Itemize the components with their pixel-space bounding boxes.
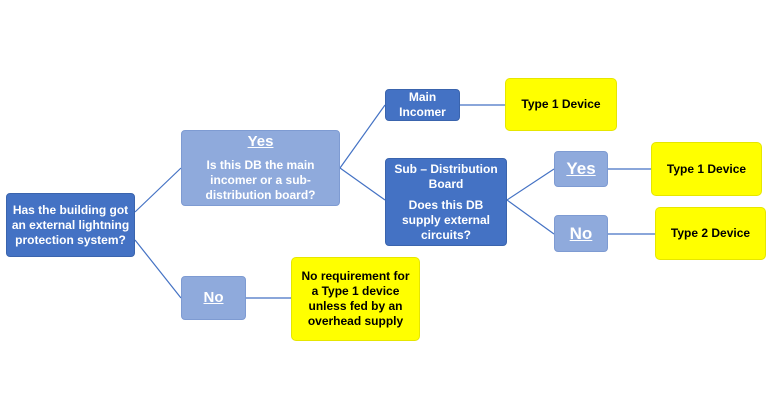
sub-db-box: Sub – Distribution Board Does this DB su… — [385, 158, 507, 246]
yes-external-box: Yes — [554, 151, 608, 187]
yes-branch-label: Yes — [247, 133, 274, 151]
connector-sub-db-yes — [506, 168, 555, 201]
connector-yes-sub-db — [339, 167, 386, 201]
no-branch-label: No — [203, 288, 224, 306]
main-incomer-box: Main Incomer — [385, 89, 460, 121]
root-question-box: Has the building got an external lightni… — [6, 193, 135, 257]
yes-branch-box: Yes Is this DB the main incomer or a sub… — [181, 130, 340, 206]
yes-external-label: Yes — [566, 159, 596, 179]
sub-db-title: Sub – Distribution Board — [394, 161, 498, 191]
type2-device-box: Type 2 Device — [655, 207, 766, 260]
connector-root-no — [134, 239, 182, 299]
connector-yes-main-incomer — [339, 104, 386, 169]
type1-device-text-external: Type 1 Device — [666, 161, 747, 176]
main-incomer-text: Main Incomer — [399, 90, 446, 119]
no-requirement-text: No requirement for a Type 1 device unles… — [301, 269, 410, 328]
no-external-label: No — [569, 223, 593, 243]
type1-device-box-main: Type 1 Device — [505, 78, 617, 131]
connector-sub-db-no — [506, 199, 555, 235]
root-question-text: Has the building got an external lightni… — [11, 202, 130, 247]
type1-device-box-external: Type 1 Device — [651, 142, 762, 196]
connector-root-yes — [134, 167, 182, 213]
no-external-box: No — [554, 215, 608, 252]
db-type-question: Is this DB the main incomer or a sub-dis… — [205, 157, 316, 202]
external-circuits-question: Does this DB supply external circuits? — [401, 197, 491, 242]
type1-device-text-main: Type 1 Device — [521, 97, 601, 111]
no-requirement-box: No requirement for a Type 1 device unles… — [291, 257, 420, 341]
type2-device-text: Type 2 Device — [670, 226, 751, 240]
no-branch-box: No — [181, 276, 246, 320]
